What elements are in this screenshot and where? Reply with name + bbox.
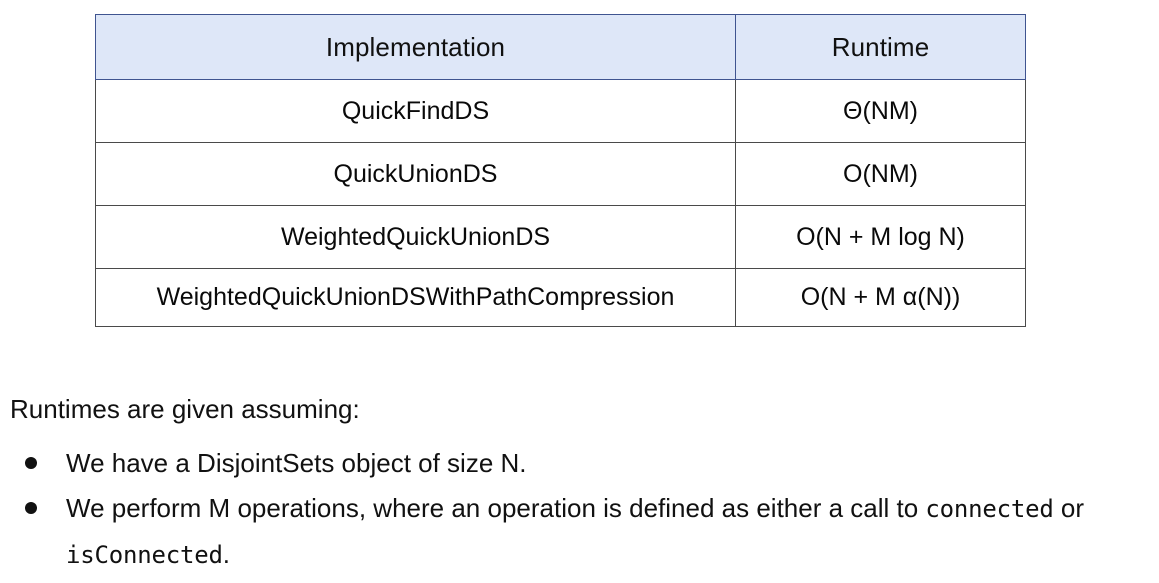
list-item-label: We have a DisjointSets object of size N.: [66, 448, 527, 478]
cell-runtime: O(NM): [735, 142, 1026, 206]
cell-implementation: WeightedQuickUnionDSWithPathCompression: [95, 268, 736, 327]
table-row: QuickUnionDS O(NM): [95, 142, 1026, 206]
list-item-label: We perform M operations, where an operat…: [66, 486, 1150, 578]
assumptions-intro: Runtimes are given assuming:: [10, 394, 360, 424]
table-header-row: Implementation Runtime: [95, 14, 1026, 80]
runtime-table: Implementation Runtime QuickFindDS Θ(NM)…: [95, 14, 1026, 327]
code-connected: connected: [925, 495, 1054, 523]
table-row: QuickFindDS Θ(NM): [95, 79, 1026, 143]
cell-runtime: Θ(NM): [735, 79, 1026, 143]
cell-implementation: QuickFindDS: [95, 79, 736, 143]
cell-implementation: WeightedQuickUnionDS: [95, 205, 736, 269]
column-header-runtime: Runtime: [735, 14, 1026, 80]
table-row: WeightedQuickUnionDS O(N + M log N): [95, 205, 1026, 269]
list-item: We perform M operations, where an operat…: [10, 486, 1150, 578]
table-row: WeightedQuickUnionDSWithPathCompression …: [95, 268, 1026, 327]
code-isconnected: isConnected: [66, 541, 223, 569]
bullet-dot-icon: [25, 457, 37, 469]
column-header-implementation: Implementation: [95, 14, 736, 80]
list-item: We have a DisjointSets object of size N.: [10, 441, 1150, 486]
cell-runtime: O(N + M α(N)): [735, 268, 1026, 327]
bullet-dot-icon: [25, 502, 37, 514]
cell-implementation: QuickUnionDS: [95, 142, 736, 206]
list-item-conjunction: or: [1053, 493, 1085, 523]
assumptions-list: We have a DisjointSets object of size N.…: [10, 441, 1150, 578]
list-item-text-suffix: .: [222, 539, 230, 569]
list-item-text-prefix: We perform M operations, where an operat…: [66, 493, 926, 523]
cell-runtime: O(N + M log N): [735, 205, 1026, 269]
